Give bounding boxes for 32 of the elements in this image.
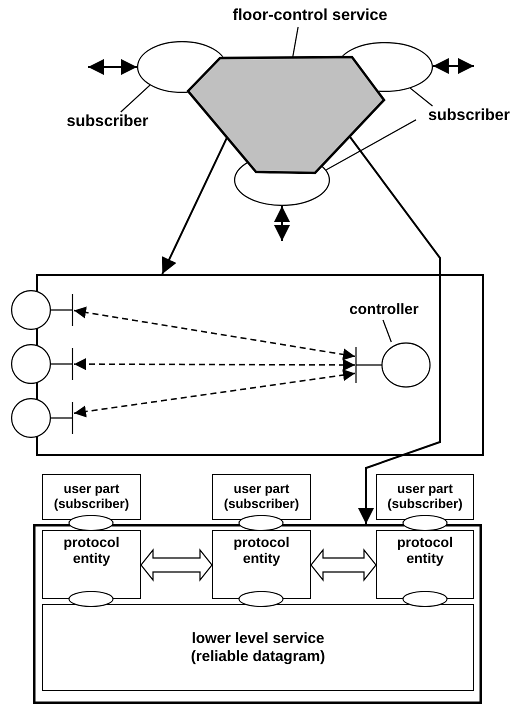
user-part-box: user part (subscriber) xyxy=(376,474,474,520)
system-box xyxy=(33,524,482,704)
service-label: floor-control service xyxy=(215,5,405,27)
user-part-box: user part (subscriber) xyxy=(42,474,141,520)
subscriber-label: subscriber xyxy=(55,112,160,132)
double-arrow xyxy=(140,548,213,582)
protocol-entity-box: protocol entity xyxy=(212,530,311,599)
user-port-circle xyxy=(11,290,74,330)
leader-line xyxy=(120,84,150,112)
double-arrow xyxy=(310,548,377,582)
user-part-box: user part (subscriber) xyxy=(212,474,311,520)
user-port-circle xyxy=(11,344,74,384)
dashed-arrow xyxy=(74,369,356,418)
dashed-arrow xyxy=(74,358,355,371)
arrow xyxy=(348,136,441,524)
arrow xyxy=(432,58,474,74)
dashed-arrow xyxy=(74,306,356,360)
controller-port-circle xyxy=(355,342,431,388)
lower-service-box: lower level service (reliable datagram) xyxy=(42,604,474,691)
protocol-entity-box: protocol entity xyxy=(42,530,141,599)
user-port-circle xyxy=(11,398,74,438)
controller-label: controller xyxy=(340,300,428,320)
component-panel xyxy=(36,274,484,456)
leader-line xyxy=(410,88,433,106)
leader-line xyxy=(382,320,392,342)
arrow xyxy=(274,206,290,241)
subscriber-label: subscriber xyxy=(416,106,522,126)
arrow xyxy=(88,59,137,75)
leader-line xyxy=(326,119,416,170)
protocol-entity-box: protocol entity xyxy=(376,530,474,599)
leader-line xyxy=(292,26,299,58)
arrow xyxy=(161,137,228,274)
